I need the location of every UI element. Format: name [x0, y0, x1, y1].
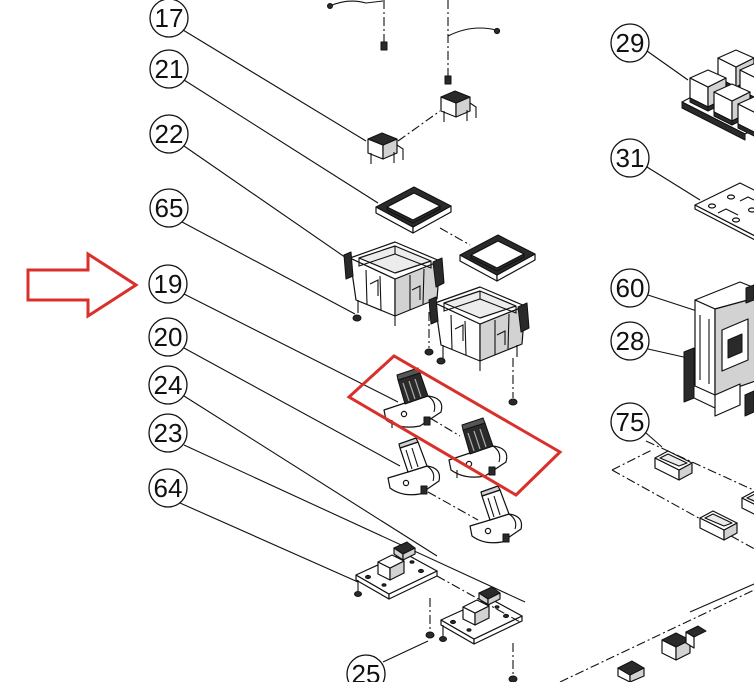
top-wire-right	[447, 27, 501, 37]
cap-part-21-lower	[367, 132, 404, 165]
callout-25: 25	[346, 654, 386, 682]
svg-text:19: 19	[154, 269, 183, 299]
pcb-part-24-b	[438, 586, 523, 645]
bottom-right-parts	[559, 583, 754, 682]
bezel-frame-part-22-b	[459, 234, 536, 282]
callout-29: 29	[610, 23, 650, 63]
callout-19: 19	[148, 264, 188, 304]
assembly-axis	[427, 491, 479, 521]
callout-28: 28	[610, 321, 650, 361]
relay-cluster-part-29	[681, 49, 754, 141]
callout-24: 24	[148, 365, 188, 405]
callout-21: 21	[149, 49, 189, 89]
svg-text:64: 64	[154, 473, 183, 503]
pcb-screws	[425, 575, 521, 682]
svg-text:28: 28	[616, 326, 645, 356]
callout-65: 65	[149, 188, 189, 228]
bezel-frame-part-22-a	[375, 186, 452, 234]
assembly-axis	[429, 417, 461, 437]
pcb-part-24-a	[353, 541, 438, 600]
svg-text:65: 65	[155, 193, 184, 223]
small-boxes-part-75	[611, 440, 754, 550]
svg-text:20: 20	[154, 322, 183, 352]
cap-part-21-upper	[440, 90, 477, 123]
assembly-axis	[397, 110, 441, 142]
housing-screws	[352, 312, 518, 406]
leader-lines	[179, 29, 701, 663]
top-wire-left	[327, 0, 384, 9]
screw	[380, 41, 388, 51]
callout-22: 22	[149, 114, 189, 154]
frame-part-28	[683, 347, 754, 417]
svg-text:75: 75	[616, 407, 645, 437]
svg-text:29: 29	[616, 28, 645, 58]
svg-text:17: 17	[155, 3, 184, 33]
plate-part-31	[694, 182, 754, 241]
callout-31: 31	[610, 138, 650, 178]
callout-23: 23	[148, 413, 188, 453]
callout-75: 75	[610, 402, 650, 442]
svg-text:31: 31	[616, 143, 645, 173]
svg-text:21: 21	[155, 54, 184, 84]
pointer-arrow-icon	[26, 251, 139, 319]
key-part-19-b	[448, 417, 508, 479]
callout-20: 20	[148, 317, 188, 357]
callout-64: 64	[148, 468, 188, 508]
bracket-part-60	[694, 281, 754, 396]
svg-text:25: 25	[352, 659, 381, 682]
callout-17: 17	[149, 0, 189, 38]
svg-text:23: 23	[154, 418, 183, 448]
callout-60: 60	[610, 268, 650, 308]
svg-text:60: 60	[616, 273, 645, 303]
highlight-box	[346, 354, 563, 497]
assembly-axis	[439, 227, 471, 246]
svg-text:22: 22	[155, 119, 184, 149]
screw	[444, 75, 452, 85]
svg-text:24: 24	[154, 370, 183, 400]
